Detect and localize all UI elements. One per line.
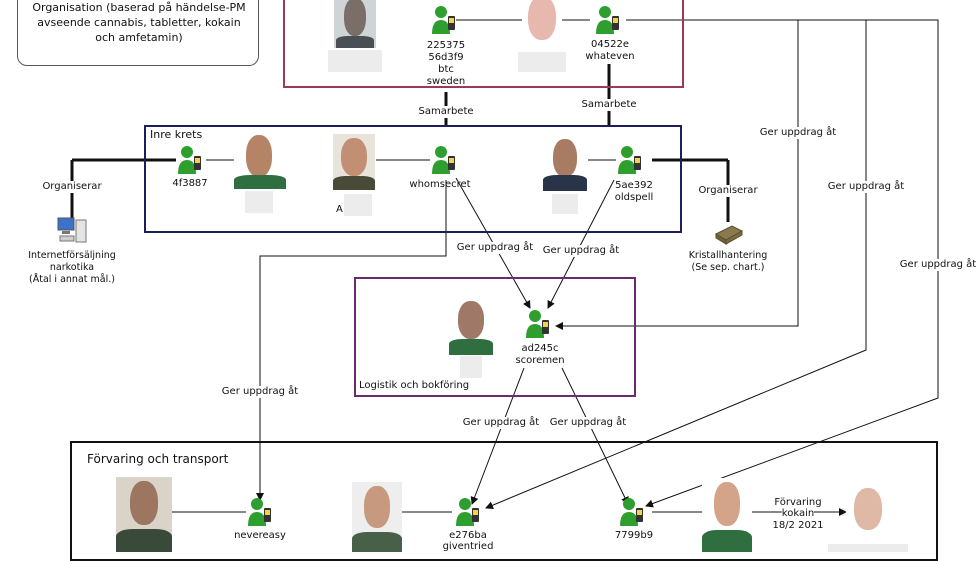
logistics-label: Logistik och bokföring — [359, 380, 470, 391]
legend-line-1: Organisation (baserad på händelse-PM — [32, 1, 246, 14]
person-phone-icon-225375[interactable] — [432, 4, 456, 36]
node-7799b9-line1: 7799b9 — [614, 530, 654, 541]
computer-icon — [57, 217, 87, 243]
node-04522e-line2: whateven — [585, 51, 635, 62]
photo-caption-inner-1 — [245, 191, 273, 213]
activity-kristall-line2: (Se sep. chart.) — [691, 262, 765, 273]
label-organiserar-left: Organiserar — [41, 181, 103, 193]
node-e276ba-line1: e276ba — [449, 530, 487, 541]
label-forvaring-2: kokain — [781, 508, 815, 520]
person-phone-icon-04522e[interactable] — [596, 4, 620, 36]
edge-04522e-ad245c — [555, 19, 799, 330]
photo-caption-storage-4 — [828, 544, 908, 552]
activity-kristall-line1: Kristallhantering — [688, 250, 768, 261]
label-ger-4: Ger uppdrag åt — [455, 242, 535, 254]
node-e276ba-line2: giventried — [442, 541, 494, 552]
label-ger-2: Ger uppdrag åt — [826, 181, 906, 193]
photo-storage-3 — [702, 478, 752, 552]
node-ad245c-line1: ad245c — [521, 343, 559, 354]
label-ger-8: Ger uppdrag åt — [548, 417, 628, 429]
node-4f3887-line1: 4f3887 — [172, 178, 208, 189]
node-whomsecret-line1: whomsecret — [409, 179, 471, 190]
photo-storage-4 — [846, 486, 890, 540]
legend-note — [17, 0, 259, 66]
photo-logistics — [449, 297, 493, 355]
activity-internet-line3: (Åtal i annat mål.) — [29, 274, 115, 285]
storage-label: Förvaring och transport — [87, 452, 229, 466]
photo-inner-3 — [543, 139, 587, 191]
label-samarbete-right: Samarbete — [580, 99, 638, 111]
photo-inner-2 — [333, 134, 375, 190]
photo-caption-top-left — [328, 50, 382, 72]
person-phone-icon-4f3887[interactable] — [178, 144, 202, 176]
legend-line-2: avseende cannabis, tabletter, kokain — [37, 16, 241, 29]
edge-ad245c-e276ba — [470, 367, 525, 505]
edge-whomsecret-nevereasy — [256, 180, 447, 501]
edge-04522e-7799b9 — [645, 19, 939, 508]
edge-5ae392-ad245c — [547, 179, 615, 309]
photo-caption-top-right — [518, 52, 566, 72]
photo-top-left — [334, 0, 376, 48]
person-phone-icon-5ae392[interactable] — [618, 144, 642, 176]
person-phone-icon-nevereasy[interactable] — [248, 496, 272, 528]
top-group-box — [283, 0, 684, 88]
node-nevereasy-line1: nevereasy — [234, 530, 286, 541]
edge-04522e-e276ba — [485, 19, 867, 510]
label-organiserar-right: Organiserar — [697, 185, 759, 197]
node-ad245c-line2: scoremen — [515, 355, 565, 366]
person-phone-icon-whomsecret[interactable] — [432, 144, 456, 176]
label-ger-7: Ger uppdrag åt — [461, 417, 541, 429]
activity-internet-line2: narkotika — [49, 262, 95, 273]
label-samarbete-left: Samarbete — [417, 106, 475, 118]
label-ger-5: Ger uppdrag åt — [541, 245, 621, 257]
legend-line-3: och amfetamin) — [95, 31, 183, 44]
node-04522e-line1: 04522e — [591, 39, 629, 50]
activity-internet-line1: Internetförsäljning — [28, 250, 116, 261]
edge-ad245c-7799b9 — [561, 367, 629, 505]
photo-caption-logistics — [460, 356, 482, 378]
inner-circle-box — [144, 125, 682, 233]
crystal-package-icon — [714, 225, 744, 245]
logistics-box — [354, 277, 636, 397]
photo-caption-inner-2 — [344, 194, 372, 216]
label-forvaring-1: Förvaring — [774, 497, 822, 508]
node-5ae392-line2: oldspell — [614, 192, 654, 203]
photo-storage-1 — [116, 477, 172, 552]
inner-circle-label: Inre krets — [150, 128, 203, 141]
photo-caption-inner-3 — [552, 194, 578, 214]
person-phone-icon-e276ba[interactable] — [456, 496, 480, 528]
photo-inner-1 — [234, 135, 286, 189]
photo-storage-2 — [352, 482, 402, 552]
obscured-label: A — [336, 204, 343, 215]
label-ger-3: Ger uppdrag åt — [898, 259, 978, 271]
node-225375-line3: btc — [438, 64, 454, 75]
label-ger-1: Ger uppdrag åt — [758, 127, 838, 139]
person-phone-icon-7799b9[interactable] — [620, 496, 644, 528]
label-ger-6: Ger uppdrag åt — [220, 386, 300, 398]
node-225375-line1: 225375 — [426, 40, 466, 51]
label-forvaring-3: 18/2 2021 — [772, 520, 824, 531]
photo-top-right — [522, 0, 562, 48]
node-225375-line4: sweden — [426, 76, 466, 87]
node-225375-line2: 56d3f9 — [428, 52, 464, 63]
node-5ae392-line1: 5ae392 — [615, 180, 653, 191]
person-phone-icon-ad245c[interactable] — [526, 308, 550, 340]
